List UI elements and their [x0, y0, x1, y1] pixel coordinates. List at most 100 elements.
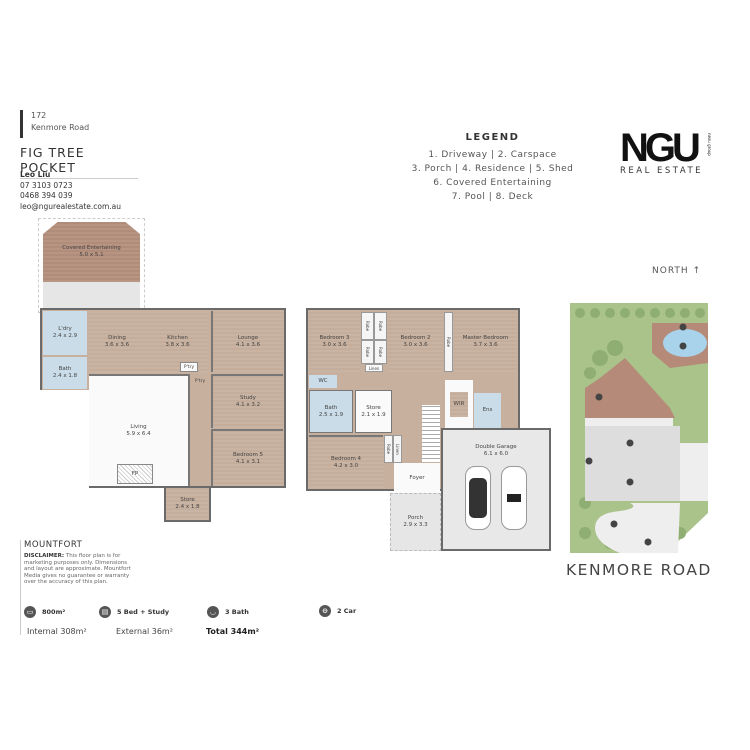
bath-icon: ◡ [207, 606, 219, 618]
room-name: WIR [449, 391, 469, 417]
site-markers [585, 323, 687, 546]
residence [585, 426, 680, 501]
marker-8 [679, 323, 687, 331]
driveway [595, 503, 680, 553]
legend: LEGEND 1. Driveway | 2. Carspace 3. Porc… [400, 131, 585, 204]
legend-line: 6. Covered Entertaining [433, 178, 552, 188]
robe: Robe [444, 312, 453, 372]
room-name: Porch [407, 515, 424, 521]
agent-name: Leo Liu [20, 170, 51, 179]
cutout [36, 390, 89, 488]
room-name: Store [180, 497, 195, 503]
logo-side-text: nexu group [707, 133, 712, 156]
robe: Robe [374, 312, 387, 340]
legend-line: 3. Porch | 4. Residence | 5. Shed [411, 164, 574, 174]
room-wir: WIR [445, 380, 473, 428]
room-name: Dining [108, 335, 126, 341]
street-number: 172 [31, 111, 47, 120]
pool [663, 329, 707, 357]
bed-icon: ▤ [99, 606, 111, 618]
disclaimer-text: DISCLAIMER: This floor plan is for marke… [24, 553, 139, 586]
stat-value: 3 Bath [225, 608, 249, 616]
north-arrow-icon: ↑ [692, 266, 702, 276]
marker-2 [610, 520, 618, 528]
room-name: Kitchen [167, 335, 188, 341]
linen: Linen [365, 364, 383, 372]
disclaimer-block: MOUNTFORT DISCLAIMER: This floor plan is… [20, 540, 139, 635]
logo-tagline: REAL ESTATE [620, 166, 704, 176]
pantry: P'try [194, 378, 206, 384]
room-name: Living [130, 424, 147, 430]
room-dim: 2.4 x 2.9 [52, 333, 78, 339]
north-label: NORTH [652, 266, 689, 276]
linen: Linen [393, 435, 402, 463]
room-name: Bedroom 4 [330, 455, 362, 462]
pantry: P'try [180, 362, 198, 372]
legend-title: LEGEND [465, 132, 520, 143]
stat-cars: ⊖ 2 Car [319, 605, 356, 617]
marker-7 [679, 342, 687, 350]
total-area: Total 344m² [206, 627, 260, 636]
agent-contact: Leo Liu 07 3103 0723 0468 394 039 leo@ng… [20, 170, 121, 212]
road-label: KENMORE ROAD [566, 561, 712, 579]
room-name: Covered Entertaining [62, 245, 121, 251]
room-dim: 2.4 x 1.8 [52, 373, 78, 379]
room-dim: 3.8 x 3.6 [165, 342, 190, 348]
room-dim: 5.0 x 5.1 [79, 252, 104, 258]
ngu-logo: NGU nexu group REAL ESTATE [620, 126, 712, 176]
room-name: Bedroom 2 [400, 334, 431, 341]
disclaimer-label: DISCLAIMER: [24, 553, 65, 559]
shed [680, 443, 708, 501]
room-dim: 2.1 x 1.9 [361, 411, 386, 418]
land-icon: ▭ [24, 606, 36, 618]
room-ensuite: Ens [474, 393, 501, 428]
agent-email[interactable]: leo@ngurealestate.com.au [20, 201, 122, 211]
room-dim: 2.5 x 1.9 [318, 411, 344, 418]
mountfort-brand: MOUNTFORT [24, 540, 83, 550]
marker-6 [595, 393, 603, 401]
room-name: Store [366, 404, 381, 411]
agent-phone: 07 3103 0723 [20, 180, 73, 190]
marker-1 [644, 538, 652, 546]
room-dim: 6.1 x 6.0 [483, 451, 509, 457]
legend-line: 7. Pool | 8. Deck [451, 192, 534, 202]
stairs [422, 405, 440, 462]
robe: Robe [374, 340, 387, 364]
stat-beds: ▤5 Bed + Study [99, 606, 169, 618]
robe: Robe [361, 312, 374, 340]
logo-mark: NGU [620, 126, 701, 170]
room-name: Bath [58, 366, 72, 372]
site-plan [570, 303, 708, 553]
north-indicator: NORTH ↑ [652, 266, 701, 276]
room-dim: 3.0 x 3.6 [403, 341, 428, 348]
stat-land: ▭800m² [24, 606, 65, 618]
room-name: Bedroom 3 [319, 334, 350, 341]
external-area: External 36m² [116, 627, 173, 636]
marker-4 [626, 439, 634, 447]
paving [43, 282, 140, 308]
porch-area [585, 418, 673, 426]
car-icon [501, 466, 527, 530]
covered-entertaining [585, 358, 675, 418]
suburb-title: FIG TREE POCKET [20, 145, 138, 179]
room-dim: 2.4 x 1.8 [175, 504, 200, 510]
room-name: Master Bedroom [462, 334, 509, 341]
room-dim: 4.2 x 3.0 [333, 462, 359, 469]
room-name: L'dry [58, 326, 72, 332]
car-icon: ⊖ [319, 605, 331, 617]
stat-value: 2 Car [337, 607, 357, 615]
room-name: Study [240, 395, 256, 401]
